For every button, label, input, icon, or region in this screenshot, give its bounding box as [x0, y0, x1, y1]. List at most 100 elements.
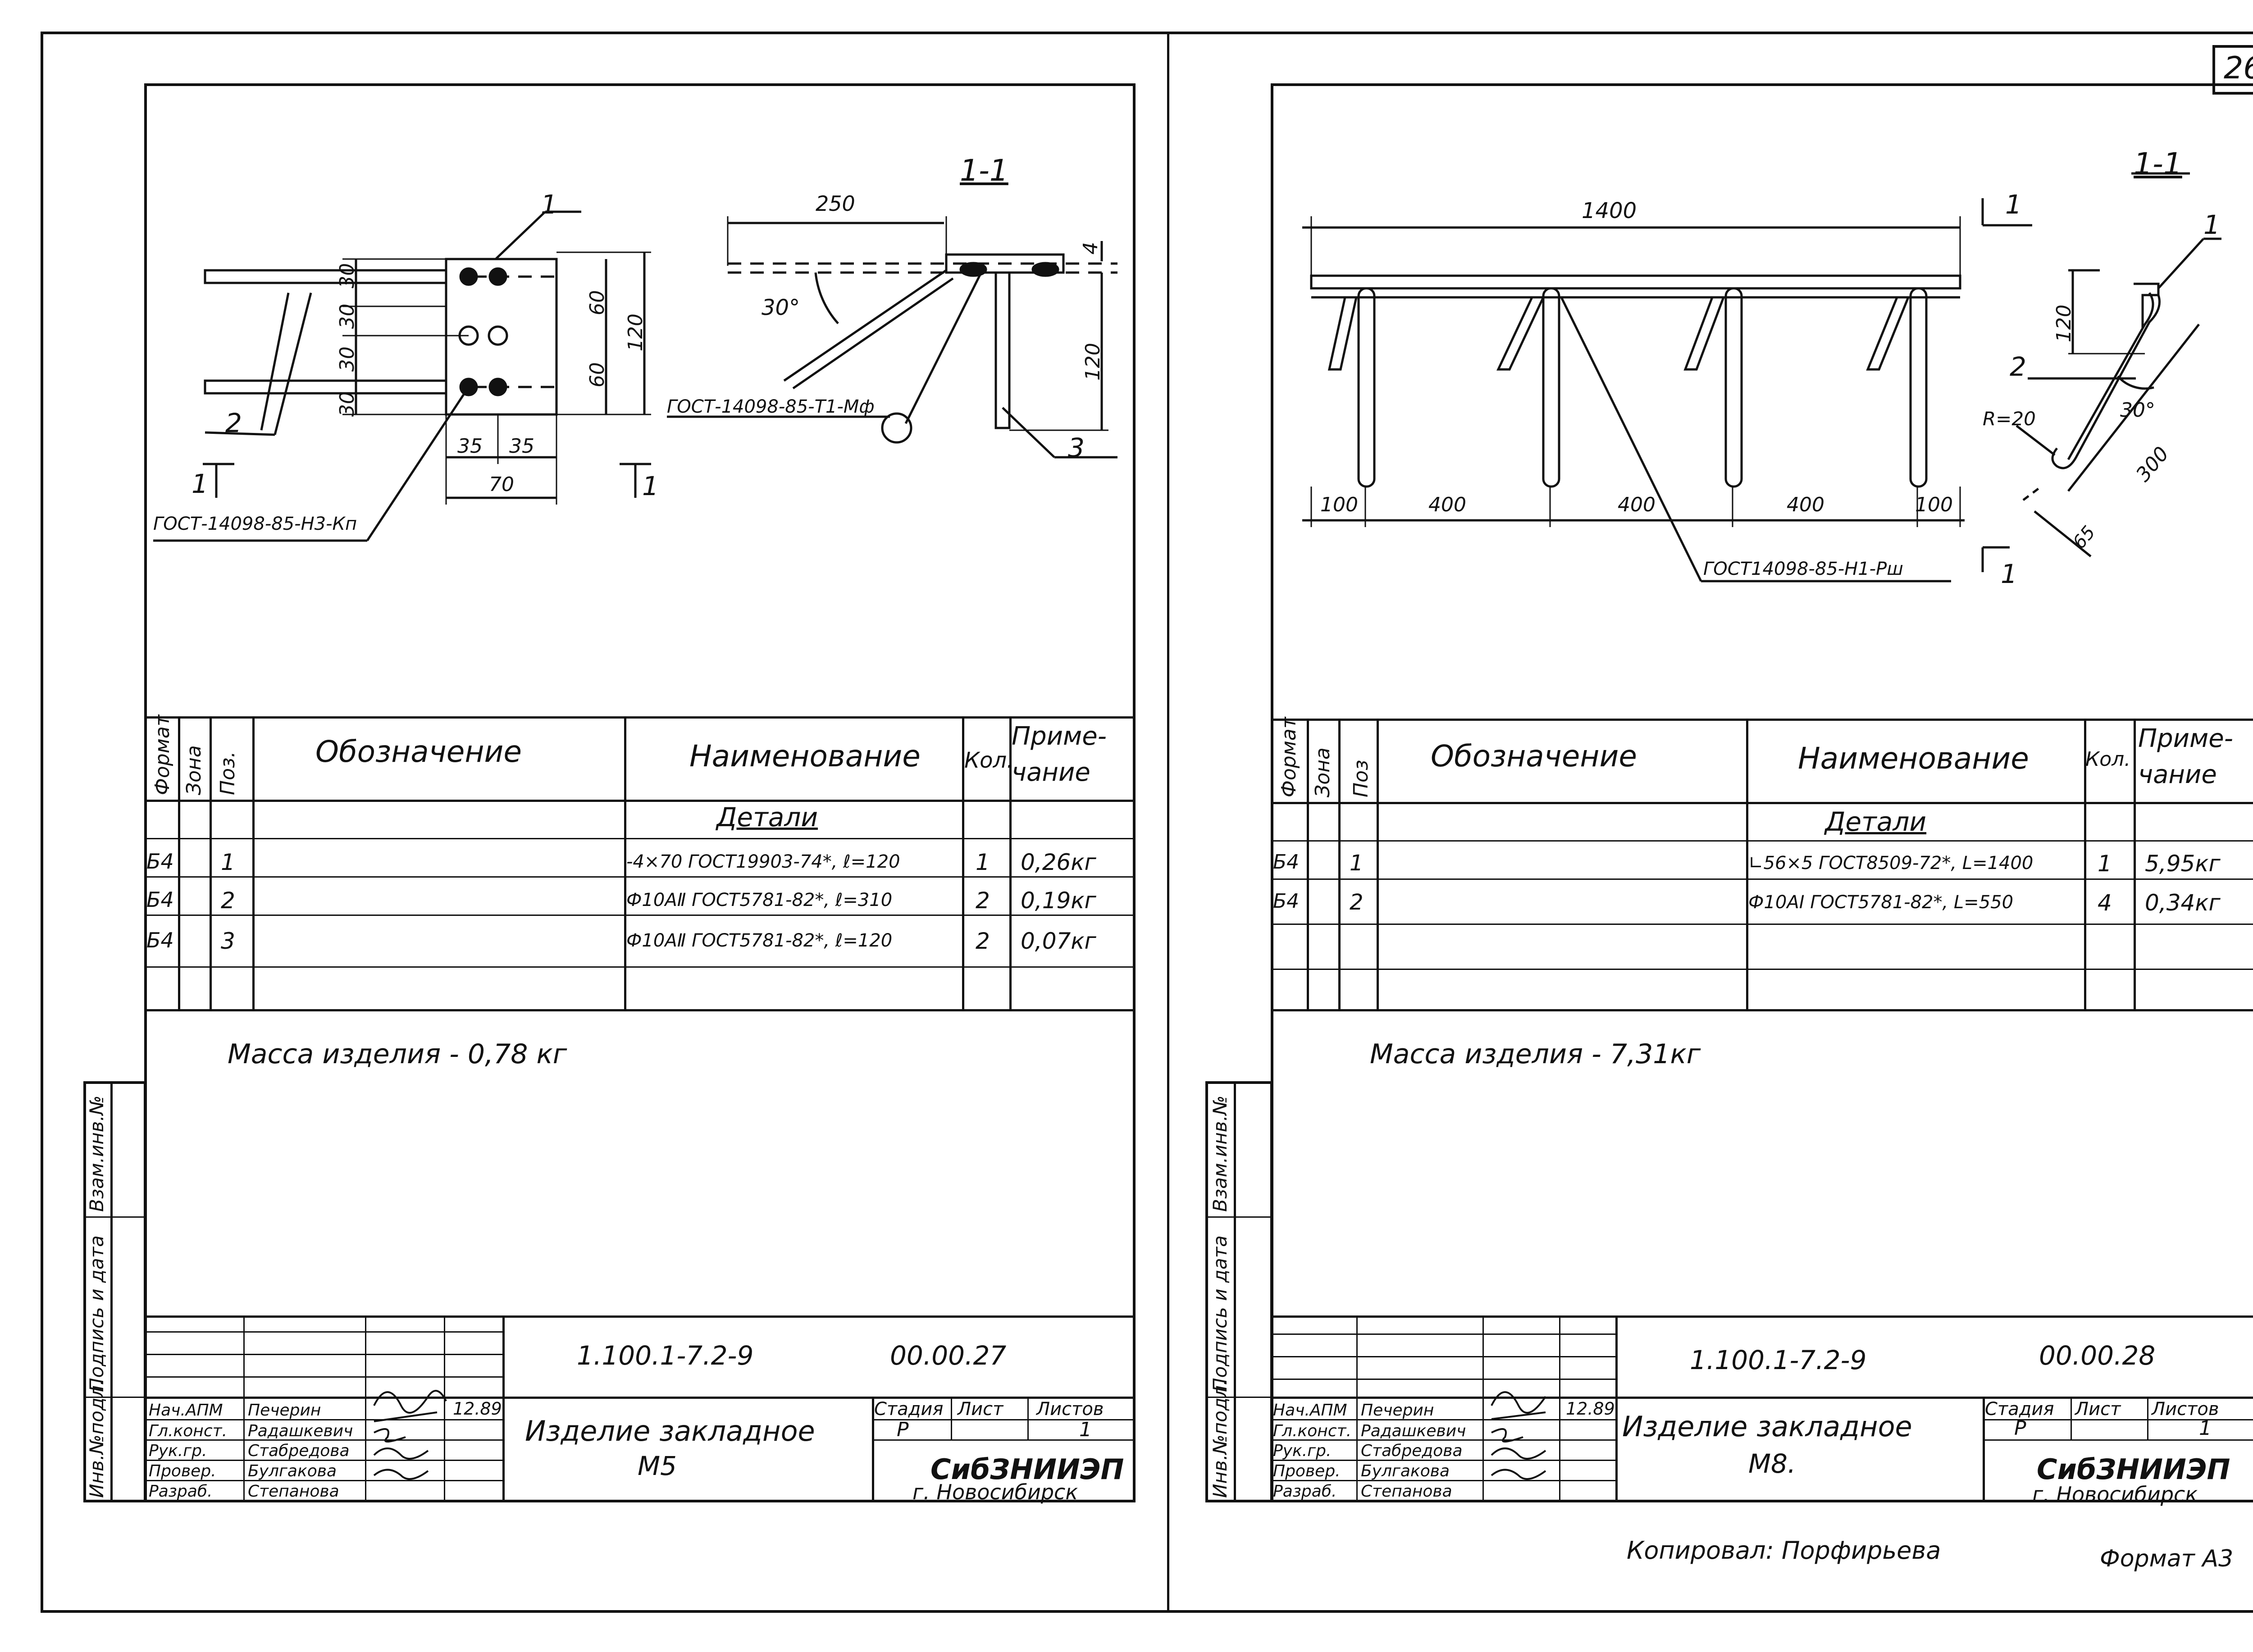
left-angle-30: 30° — [762, 295, 800, 320]
row-format: Б4 — [1273, 890, 1300, 913]
left-tb-line — [365, 1315, 366, 1502]
right-drawing-frame — [1271, 83, 2253, 1502]
row-name: ∟56×5 ГОСТ8509-72*, L=1400 — [1748, 853, 2034, 874]
right-tb-line — [1983, 1419, 2253, 1420]
left-dim-250: 250 — [816, 191, 855, 216]
right-cut-label-a: 1 — [2005, 189, 2022, 220]
right-tb-line — [2147, 1397, 2148, 1439]
right-date: 12.89 — [1566, 1399, 1615, 1419]
signer-name: Печерин — [1361, 1401, 1434, 1420]
left-side-strip — [83, 1081, 146, 1502]
right-titleblock-top — [1271, 1315, 2253, 1318]
right-tb-line — [1356, 1315, 1358, 1502]
left-gost-right: ГОСТ-14098-85-Т1-Мф — [667, 396, 875, 417]
left-tb-line — [444, 1315, 445, 1502]
right-title: Изделие закладное — [1622, 1410, 1912, 1443]
row-pos: 1 — [221, 849, 235, 875]
right-header-qty: Кол. — [2085, 748, 2131, 771]
row-format: Б4 — [146, 887, 174, 912]
signer-name: Булгакова — [1361, 1462, 1450, 1480]
row-name: Ф10АⅡ ГОСТ5781-82*, ℓ=120 — [626, 930, 893, 951]
left-tb-line — [144, 1419, 502, 1420]
right-tb-line — [1271, 1397, 2253, 1399]
right-cut-label-b: 1 — [2001, 559, 2017, 589]
right-dim-100-b: 100 — [1915, 493, 1953, 516]
left-doc-code: 1.100.1-7.2-9 — [577, 1340, 754, 1371]
right-tb-line — [1559, 1315, 1560, 1502]
right-stage-header: Стадия — [1985, 1399, 2054, 1420]
left-side-strip-line — [83, 1216, 146, 1218]
right-org: СибЗНИИЭП — [2037, 1453, 2230, 1486]
right-col-line — [1307, 719, 1309, 1009]
row-note: 5,95кг — [2145, 851, 2221, 877]
left-side-strip-divider — [110, 1081, 113, 1502]
row-note: 0,07кг — [1021, 928, 1096, 954]
row-note: 0,34кг — [2145, 890, 2221, 916]
left-section-label: 1-1 — [960, 153, 1008, 188]
row-name: Ф10АⅠ ГОСТ5781-82*, L=550 — [1748, 892, 2014, 913]
right-tb-line — [1271, 1356, 1615, 1357]
signer-role: Рук.гр. — [149, 1442, 207, 1460]
row-format: Б4 — [146, 849, 174, 874]
right-dim-400-a: 400 — [1428, 493, 1466, 516]
right-dim-400-c: 400 — [1787, 493, 1824, 516]
row-qty: 1 — [976, 849, 990, 875]
copied-by: Копировал: Порфирьева — [1627, 1536, 1941, 1565]
left-doc-num: 00.00.27 — [890, 1340, 1007, 1371]
left-mark: М5 — [638, 1451, 677, 1481]
right-sheets-header: Листов — [2152, 1399, 2219, 1420]
left-row-line — [144, 966, 1136, 968]
left-col-line — [1009, 716, 1012, 1009]
signer-role: Разраб. — [1273, 1482, 1337, 1501]
left-sheets-header: Листов — [1036, 1399, 1104, 1420]
signer-role: Разраб. — [149, 1482, 213, 1501]
right-section-details: Детали — [1825, 806, 1927, 837]
left-table-header-bottom — [144, 800, 1136, 802]
right-tb-line — [1271, 1379, 1615, 1380]
left-tb-line — [872, 1397, 874, 1502]
row-pos: 2 — [221, 887, 235, 914]
right-tb-line — [1271, 1419, 1615, 1420]
sheet-border — [41, 32, 2253, 1613]
row-qty: 4 — [2098, 890, 2112, 916]
row-qty: 2 — [976, 887, 990, 914]
right-city: г. Новосибирск — [2032, 1482, 2198, 1506]
row-qty: 1 — [2098, 851, 2112, 877]
right-row-line — [1271, 924, 2253, 925]
left-section-details: Детали — [716, 802, 818, 833]
left-col-line — [624, 716, 626, 1009]
right-mass: Масса изделия - 7,31кг — [1370, 1038, 1701, 1070]
left-gost-left: ГОСТ-14098-85-Н3-Кп — [153, 514, 357, 534]
right-doc-num: 00.00.28 — [2039, 1340, 2156, 1371]
right-side-strip-divider — [1234, 1081, 1236, 1502]
left-tb-line — [144, 1376, 502, 1378]
left-col-line — [252, 716, 255, 1009]
row-pos: 3 — [221, 928, 235, 954]
left-tb-line — [872, 1439, 1136, 1441]
left-mass: Масса изделия - 0,78 кг — [228, 1038, 567, 1070]
left-tb-line — [144, 1439, 502, 1441]
right-side-strip-line — [1205, 1397, 1273, 1398]
right-table-header-bottom — [1271, 802, 2253, 804]
left-table-bottom — [144, 1009, 1136, 1011]
left-stage: Р — [897, 1418, 909, 1441]
right-row-line — [1271, 878, 2253, 880]
left-tb-line — [144, 1354, 502, 1355]
paper-format: Формат А3 — [2100, 1545, 2234, 1572]
right-doc-code: 1.100.1-7.2-9 — [1690, 1345, 1867, 1375]
left-tb-line — [144, 1331, 502, 1333]
left-side-strip-line — [83, 1397, 146, 1398]
right-header-note: Приме- чание — [2138, 724, 2233, 789]
left-titleblock-top — [144, 1315, 1136, 1318]
row-note: 0,26кг — [1021, 849, 1096, 875]
signer-role: Гл.конст. — [149, 1422, 228, 1440]
signer-name: Печерин — [248, 1401, 321, 1420]
right-mark: М8. — [1748, 1448, 1796, 1479]
left-row-line — [144, 876, 1136, 878]
left-city: г. Новосибирск — [912, 1480, 1078, 1504]
right-table-top — [1271, 719, 2253, 721]
signer-name: Степанова — [1361, 1482, 1452, 1501]
right-header-designation: Обозначение — [1431, 739, 1637, 774]
